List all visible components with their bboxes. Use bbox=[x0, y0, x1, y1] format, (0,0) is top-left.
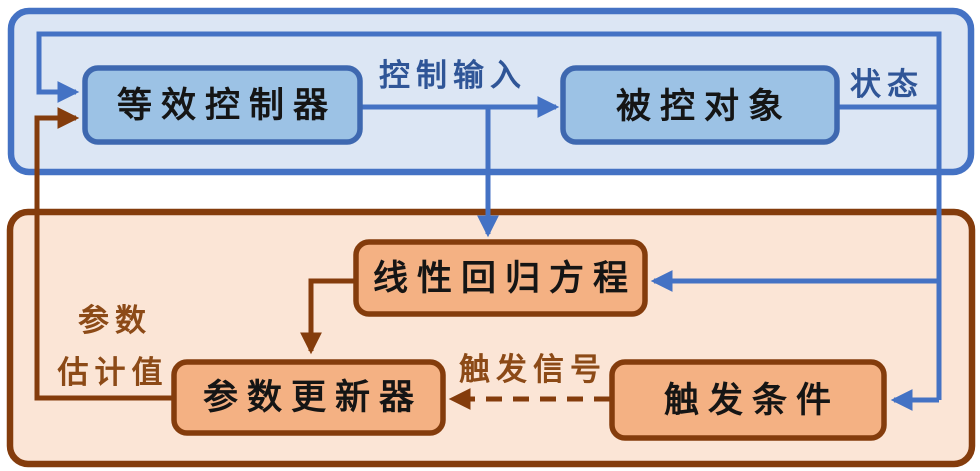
edge-state-feedback-to-controller bbox=[36, 31, 942, 400]
label-trigger-signal: 触发信号 bbox=[459, 352, 607, 388]
label-linear-regression: 线性回归方程 bbox=[373, 258, 637, 299]
label-state: 状态 bbox=[850, 67, 924, 103]
edge-parameter-estimate-feedback bbox=[34, 106, 174, 401]
node-controlled-plant bbox=[560, 65, 840, 145]
label-controlled-plant: 被控对象 bbox=[616, 86, 792, 127]
node-linear-regression bbox=[353, 239, 648, 317]
edge-linear-regression-to-updater bbox=[299, 278, 356, 355]
label-trigger-condition: 触发条件 bbox=[664, 380, 840, 421]
node-equivalent-controller bbox=[82, 65, 363, 145]
label-parameter-updater: 参数更新器 bbox=[203, 377, 423, 418]
label-parameter-estimate-line2: 估计值 bbox=[57, 355, 169, 391]
node-parameter-updater bbox=[171, 359, 446, 436]
label-control-input: 控制输入 bbox=[379, 58, 527, 94]
label-equivalent-controller: 等效控制器 bbox=[117, 85, 337, 126]
label-parameter-estimate-line1: 参数 bbox=[78, 303, 152, 339]
node-trigger-condition bbox=[609, 359, 887, 441]
